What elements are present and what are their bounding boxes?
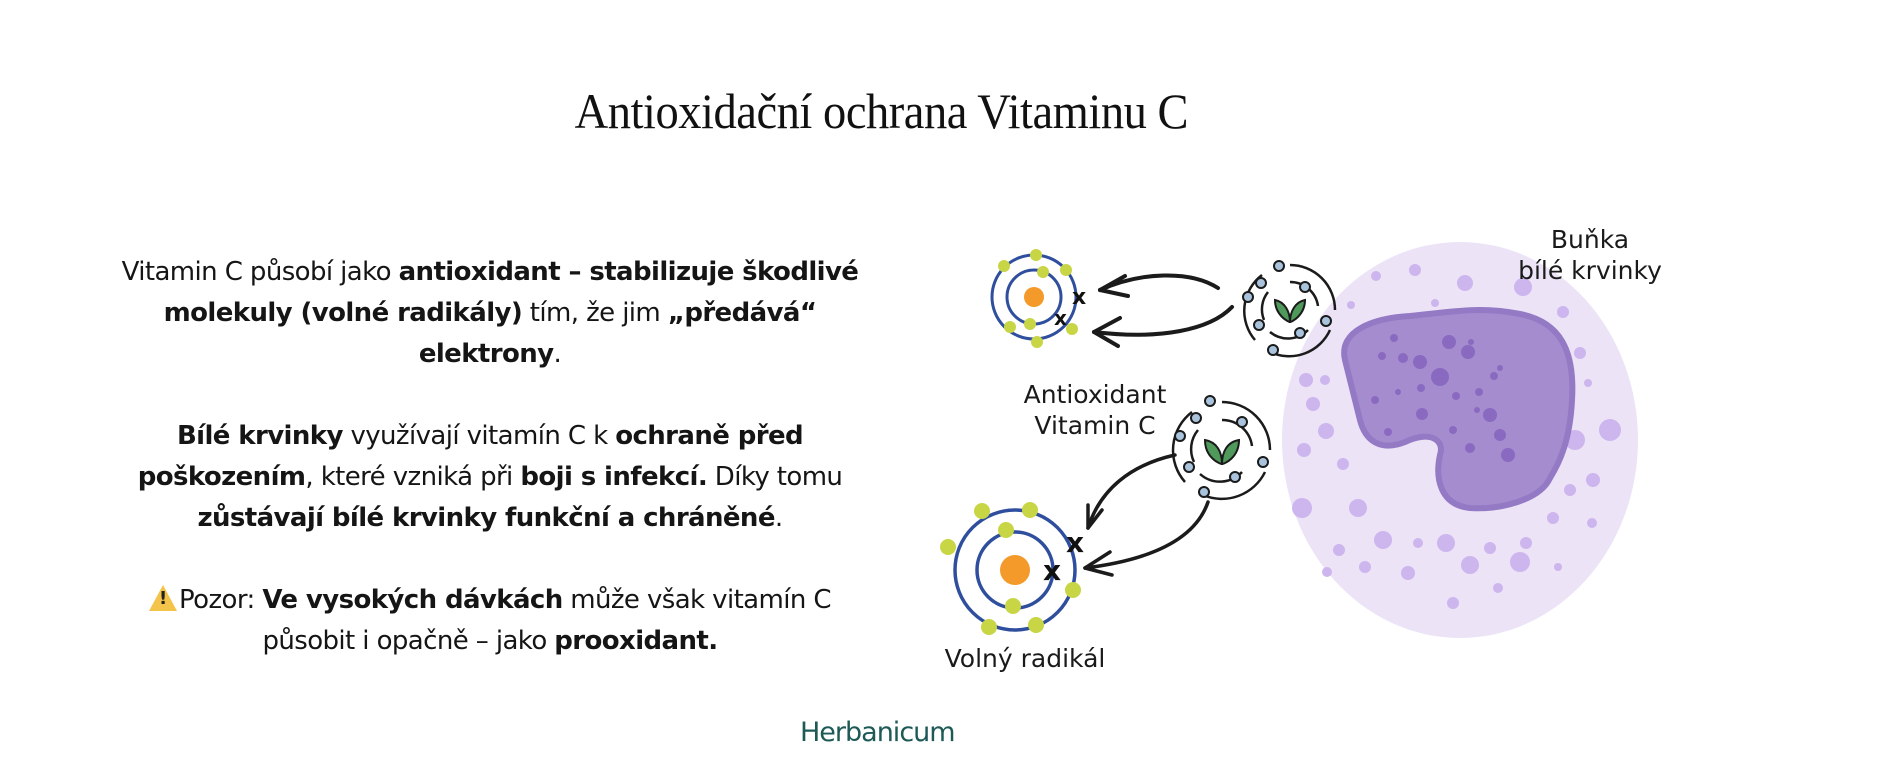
vitamin-c-molecule-top (1242, 260, 1337, 358)
cell-label: Buňka bílé krvinky (1518, 225, 1662, 285)
emphasis-text: zůstávají bílé krvinky funkční a chráněn… (197, 503, 775, 533)
paragraph-white-blood-cells: Bílé krvinky využívají vitamín C k ochra… (100, 416, 880, 539)
emphasis-text: ochraně před poškozením (137, 421, 804, 492)
electron-transfer-arrows-top (1092, 273, 1234, 348)
body-text: využívají vitamín C k (342, 421, 616, 451)
body-text: . (553, 339, 562, 369)
electron-transfer-arrows-bottom (1083, 453, 1210, 577)
missing-electron-mark: x (1054, 306, 1067, 330)
body-text: , které vzniká při (305, 462, 521, 492)
paragraph-antioxidant: Vitamin C působí jako antioxidant – stab… (100, 252, 880, 375)
emphasis-text: boji s infekcí. (520, 462, 708, 492)
body-text: Vitamin C působí jako (121, 257, 399, 287)
emphasis-text: Bílé krvinky (176, 421, 343, 451)
description-text: Vitamin C působí jako antioxidant – stab… (100, 252, 880, 703)
nucleus-granules (1371, 334, 1515, 462)
missing-electron-mark: x (1072, 285, 1086, 310)
vitamin-c-molecule-middle (1171, 395, 1272, 501)
emphasis-text: prooxidant. (554, 626, 718, 656)
body-text: Pozor: (179, 585, 263, 615)
free-radical-label: Volný radikál (944, 644, 1106, 673)
body-text: může však vitamín C působit i opačně – j… (262, 585, 831, 656)
emphasis-text: Ve vysokých dávkách (262, 585, 563, 615)
antioxidant-label: Antioxidant Vitamin C (1023, 380, 1167, 440)
white-blood-cell (1282, 242, 1638, 638)
body-text: tím, že jim (522, 298, 668, 328)
warning-triangle-icon: ! (149, 585, 178, 611)
body-text: . (774, 503, 783, 533)
body-text: Díky tomu (707, 462, 843, 492)
missing-electron-mark: x (1066, 526, 1084, 559)
free-radical-atom-bottom: x x (940, 502, 1084, 635)
emphasis-text: antioxidant – stabilizuje škodlivé molek… (163, 257, 859, 328)
page-title: Antioxidační ochrana Vitaminu C (574, 83, 1189, 139)
paragraph-warning: !Pozor: Ve vysokých dávkách může však vi… (100, 580, 880, 662)
free-radical-atom-top: x x (990, 249, 1086, 348)
missing-electron-mark: x (1043, 554, 1061, 587)
emphasis-text: „předává“ elektrony (418, 298, 817, 369)
herbanicum-logo: Herbanicum (800, 717, 956, 748)
